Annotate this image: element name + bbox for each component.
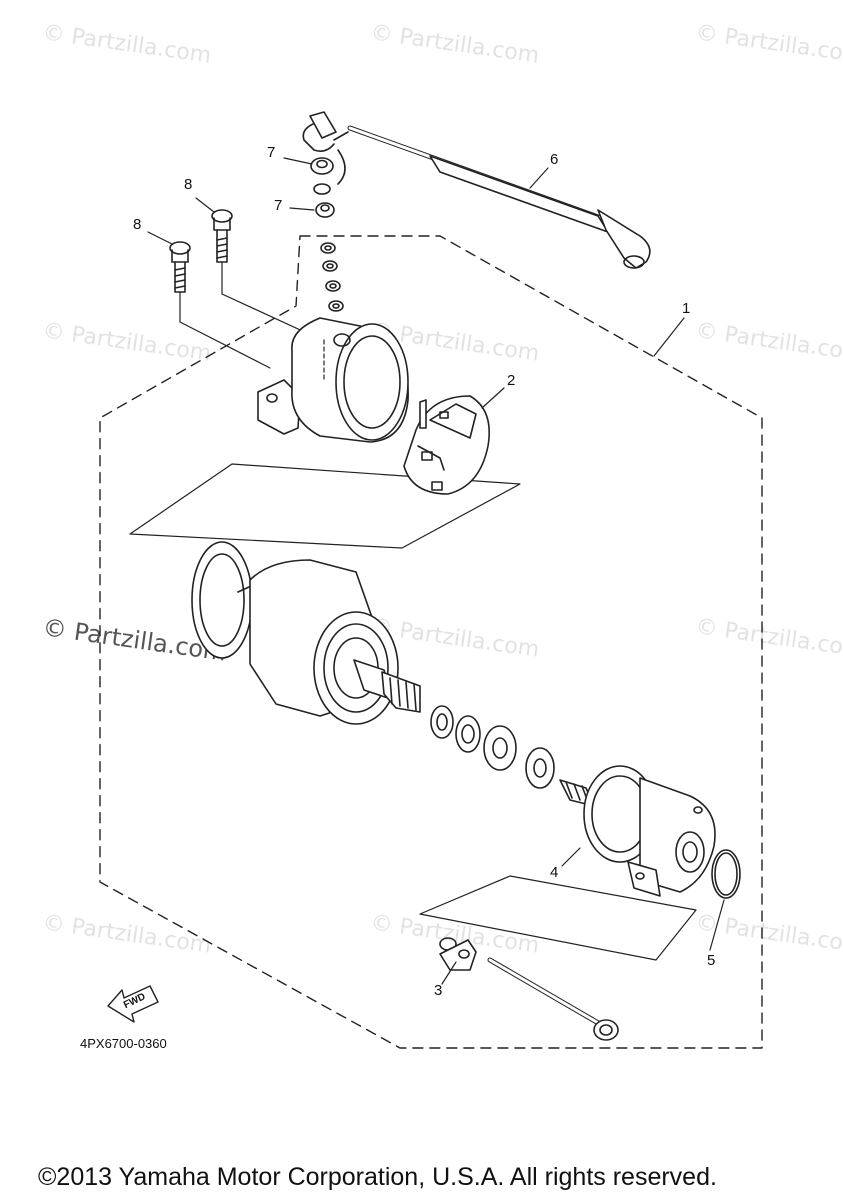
callout-4: 4 (550, 864, 559, 881)
copyright-notice: ©2013 Yamaha Motor Corporation, U.S.A. A… (38, 1163, 717, 1191)
callout-5: 5 (707, 952, 716, 969)
callout-7: 7 (274, 197, 283, 214)
washer-stack (320, 242, 344, 312)
rear-cover (583, 765, 716, 897)
front-cover (257, 317, 409, 443)
bolt-left (169, 241, 271, 369)
assembly-outline (99, 235, 763, 1049)
brush-holder (403, 395, 490, 495)
bolt-right (211, 209, 323, 341)
cover-plane (419, 875, 697, 961)
callout-1: 1 (682, 300, 691, 317)
leader-lines (147, 157, 725, 985)
armature-shaft (353, 659, 421, 713)
yoke (191, 541, 399, 725)
callout-8: 8 (184, 176, 193, 193)
callout-8: 8 (133, 216, 142, 233)
diagram-code: 4PX6700-0360 (80, 1036, 167, 1051)
shaft-washers (430, 705, 595, 807)
lead-wire (302, 111, 651, 269)
o-ring (711, 849, 741, 899)
nut-top (310, 157, 335, 218)
through-bolt (439, 937, 619, 1041)
callout-7: 7 (267, 144, 276, 161)
callout-3: 3 (434, 982, 443, 999)
brush-plane (129, 463, 521, 549)
o-ring-inner (714, 852, 738, 896)
callout-2: 2 (507, 372, 516, 389)
fwd-arrow-icon: FWD (107, 985, 159, 1023)
callout-6: 6 (550, 151, 559, 168)
